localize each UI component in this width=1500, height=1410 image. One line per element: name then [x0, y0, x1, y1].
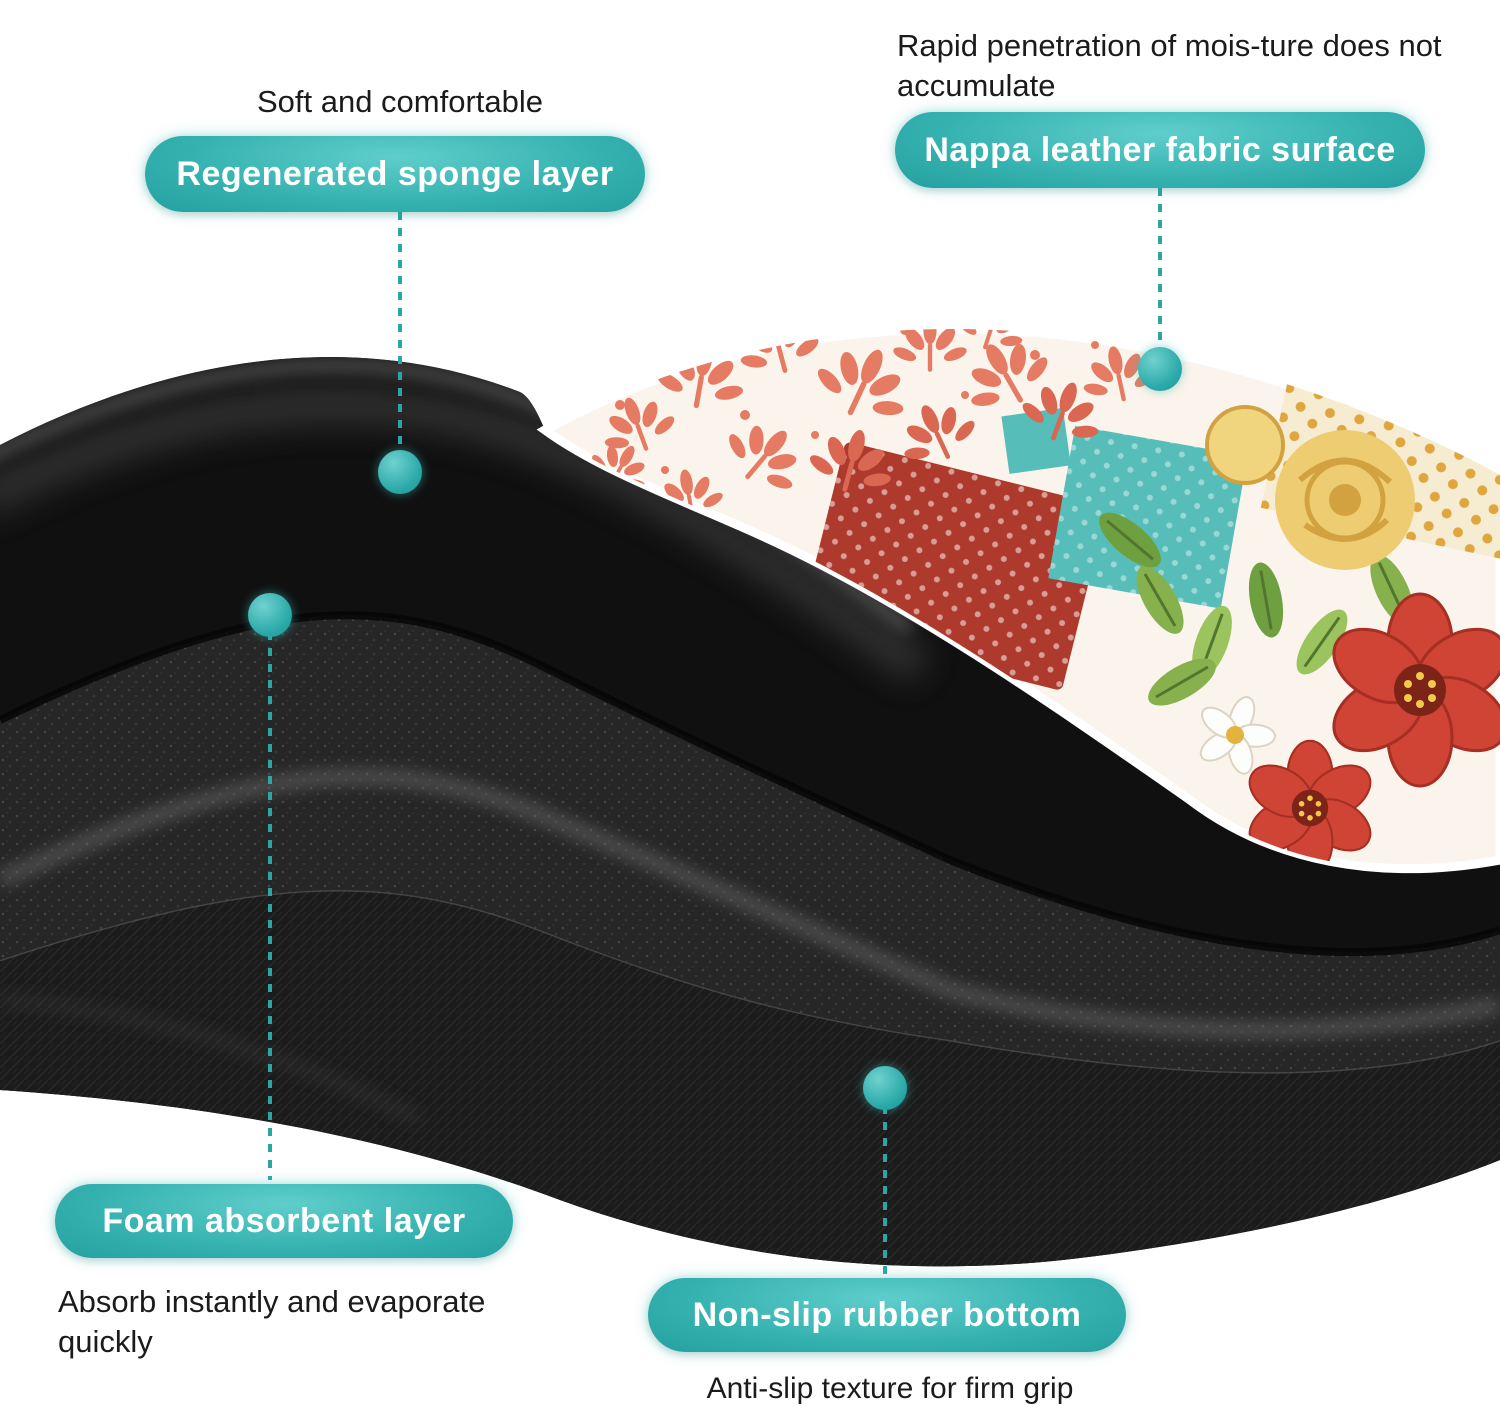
- rubber-connector-line: [883, 1106, 887, 1276]
- sponge-label-badge: Regenerated sponge layer: [145, 136, 645, 212]
- rubber-connector-dot-icon: [863, 1066, 907, 1110]
- sponge-connector-line: [398, 212, 402, 472]
- rose-bud: [1205, 405, 1285, 485]
- rubber-note-text: Anti-slip texture for firm grip: [706, 1372, 1074, 1405]
- fabric-label-badge: Nappa leather fabric surface: [895, 112, 1425, 188]
- foam-connector-line: [268, 632, 272, 1180]
- foam-label-badge: Foam absorbent layer: [55, 1184, 513, 1258]
- fabric-note-text: Rapid penetration of mois-ture does not …: [897, 28, 1442, 103]
- rubber-label-badge: Non-slip rubber bottom: [648, 1278, 1126, 1352]
- fabric-connector-line: [1158, 188, 1162, 353]
- foam-note-text: Absorb instantly and evaporate quickly: [58, 1284, 486, 1359]
- yellow-rose: [1275, 430, 1415, 570]
- teal-patch: [1048, 425, 1248, 609]
- fabric-connector-dot-icon: [1138, 347, 1182, 391]
- sponge-connector-dot-icon: [378, 450, 422, 494]
- sponge-note-text: Soft and comfortable: [256, 84, 544, 119]
- foam-connector-dot-icon: [248, 593, 292, 637]
- foam-layer: [0, 615, 1500, 1073]
